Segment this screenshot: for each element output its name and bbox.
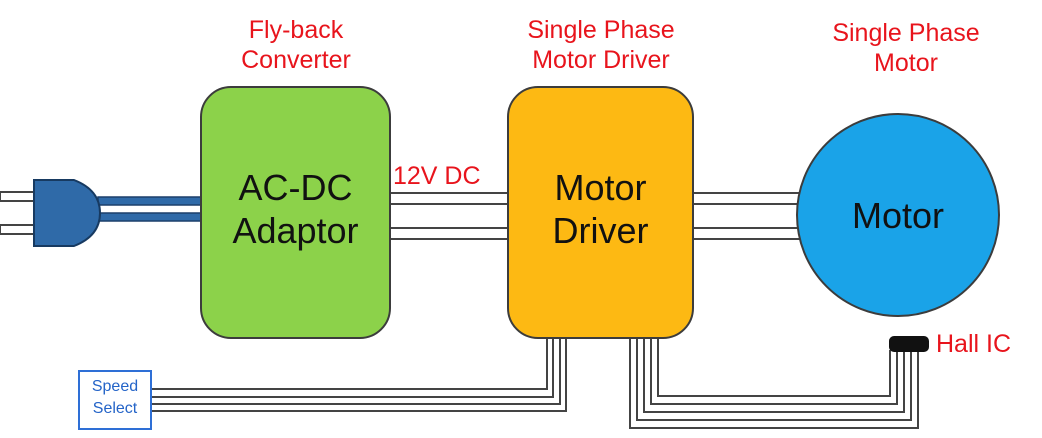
speed-select-wires: [152, 338, 567, 412]
ac-dc-adaptor-block: [200, 86, 391, 339]
adaptor-label: AC-DC Adaptor: [201, 166, 390, 252]
dc-voltage-label: 12V DC: [393, 162, 481, 190]
flyback-caption: Fly-back Converter: [211, 15, 381, 75]
hall-ic-wires: [629, 338, 919, 429]
motor-caption: Single Phase Motor: [810, 18, 1002, 78]
adaptor-label-line2: Adaptor: [232, 210, 359, 251]
ac-input-wires: [0, 191, 35, 235]
hall-ic-label: Hall IC: [936, 330, 1012, 358]
driver-caption-line2: Motor Driver: [532, 46, 670, 74]
driver-label-line1: Motor: [554, 167, 647, 208]
hall-ic-sensor-icon: [889, 336, 929, 352]
driver-label: Motor Driver: [508, 166, 693, 252]
motor-driver-block: [507, 86, 694, 339]
flyback-caption-line2: Converter: [241, 46, 351, 74]
adaptor-label-line1: AC-DC: [238, 167, 353, 208]
flyback-caption-line1: Fly-back: [248, 16, 344, 44]
motor-caption-line2: Motor: [874, 49, 938, 77]
driver-caption: Single Phase Motor Driver: [505, 15, 697, 75]
dc-wires: [388, 192, 510, 240]
driver-label-line2: Driver: [552, 210, 649, 251]
ac-power-plug-icon: [33, 179, 102, 247]
motor-circle: [796, 113, 1000, 317]
speed-select-line2: Select: [92, 400, 138, 417]
speed-select-line1: Speed: [91, 378, 139, 395]
motor-phase-wires: [691, 192, 809, 240]
motor-caption-line1: Single Phase: [832, 19, 980, 47]
motor-label: Motor: [851, 195, 945, 236]
driver-caption-line1: Single Phase: [527, 16, 675, 44]
speed-select-box[interactable]: Speed Select: [78, 370, 152, 430]
plug-cable: [97, 196, 203, 222]
